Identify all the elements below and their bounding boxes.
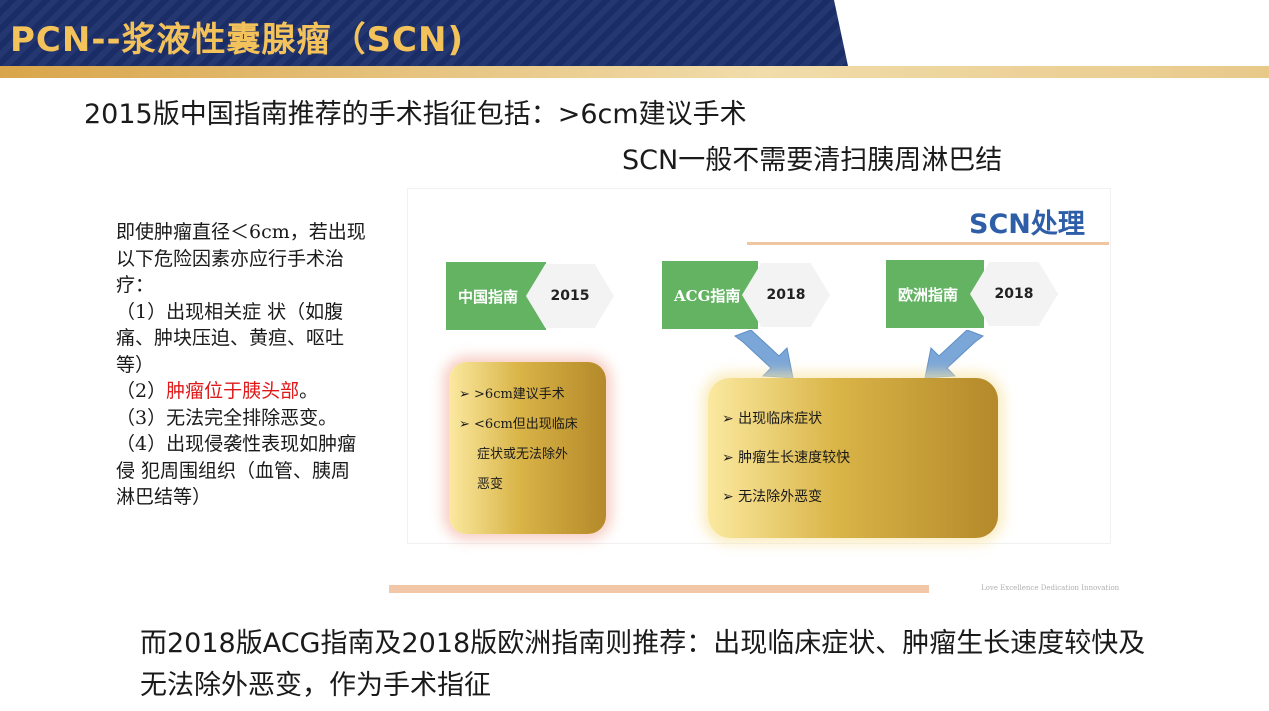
intro-line-2: SCN一般不需要清扫胰周淋巴结 — [622, 145, 1003, 176]
risk-item-2-suffix: 。 — [299, 380, 319, 402]
acg-criterion-3: ➢ 无法除外恶变 — [722, 489, 823, 505]
risk-item-2: （2）肿瘤位于胰头部。 — [116, 378, 366, 405]
guideline-tag-year: 2018 — [742, 263, 830, 327]
risk-item-1: （1）出现相关症 状（如腹痛、肿块压迫、黄疸、呕吐等） — [116, 300, 345, 376]
guideline-tag-china: 中国指南 2015 — [446, 262, 614, 330]
header-gold-bar — [0, 66, 1269, 78]
china-criterion-2: ➢ <6cm但出现临床 — [459, 417, 578, 432]
page-title: PCN--浆液性囊腺瘤（SCN) — [10, 20, 464, 60]
arrow-down-left-icon — [924, 330, 985, 379]
risk-item-2-prefix: （2） — [116, 380, 167, 402]
header-band: PCN--浆液性囊腺瘤（SCN) — [0, 0, 1269, 78]
china-criterion-2-cont: 症状或无法除外 — [477, 447, 569, 462]
china-criterion-1: ➢ >6cm建议手术 — [459, 387, 565, 402]
risk-item-3: （3）无法完全排除恶变。 — [116, 406, 338, 429]
guideline-tag-europe: 欧洲指南 2018 — [886, 260, 1058, 328]
risk-item-2-highlight: 肿瘤位于胰头部 — [166, 380, 300, 402]
guideline-tag-label: ACG指南 — [662, 261, 758, 329]
risk-factor-text: 即使肿瘤直径＜6cm，若出现以下危险因素亦应行手术治疗： （1）出现相关症 状（… — [116, 219, 366, 511]
acg-europe-guideline-box: ➢ 出现临床症状 ➢ 肿瘤生长速度较快 ➢ 无法除外恶变 — [708, 378, 998, 538]
scn-management-diagram: SCN处理 中国指南 2015 ACG指南 2018 欧洲指南 2018 ➢ >… — [389, 188, 1119, 593]
diagram-footer-bar — [389, 585, 929, 593]
diagram-title-underline — [747, 242, 1109, 245]
guideline-tag-year: 2018 — [970, 262, 1058, 326]
acg-criterion-2: ➢ 肿瘤生长速度较快 — [722, 450, 851, 466]
diagram-title: SCN处理 — [969, 209, 1085, 240]
diagram-footer-text: Love Excellence Dedication Innovation — [981, 584, 1120, 592]
risk-intro: 即使肿瘤直径＜6cm，若出现以下危险因素亦应行手术治疗： — [116, 221, 366, 296]
guideline-tag-year: 2015 — [526, 264, 614, 328]
guideline-tag-acg: ACG指南 2018 — [662, 261, 832, 329]
arrow-down-right-icon — [733, 330, 794, 379]
acg-criterion-1: ➢ 出现临床症状 — [722, 411, 823, 427]
risk-item-4: （4）出现侵袭性表现如肿瘤侵 犯周围组织（血管、胰周淋巴结等） — [116, 433, 357, 508]
china-guideline-box: ➢ >6cm建议手术 ➢ <6cm但出现临床 症状或无法除外 恶变 — [449, 362, 606, 534]
conclusion-text: 而2018版ACG指南及2018版欧洲指南则推荐：出现临床症状、肿瘤生长速度较快… — [140, 628, 1146, 701]
china-criterion-2-end: 恶变 — [477, 477, 504, 492]
intro-line-1: 2015版中国指南推荐的手术指征包括：>6cm建议手术 — [84, 99, 747, 130]
guideline-tag-label: 欧洲指南 — [886, 260, 984, 328]
header-navy-bar — [0, 0, 848, 66]
